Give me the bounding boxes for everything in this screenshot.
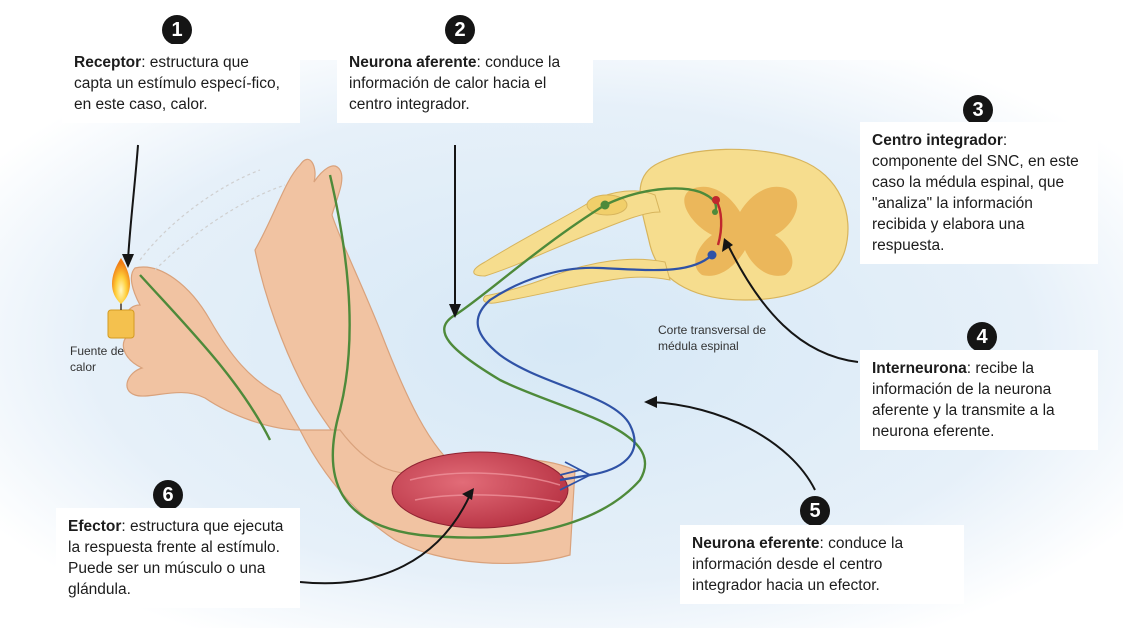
- step-4-term: Interneurona: [872, 360, 967, 377]
- step-6-badge: 6: [153, 480, 183, 510]
- step-1-badge: 1: [162, 15, 192, 45]
- step-3-badge: 3: [963, 95, 993, 125]
- step-3-description: : componente del SNC, en este caso la mé…: [872, 132, 1079, 254]
- step-1-callout: Receptor: estructura que capta un estímu…: [62, 44, 300, 123]
- step-1-term: Receptor: [74, 54, 141, 71]
- step-3-callout: Centro integrador: componente del SNC, e…: [860, 122, 1098, 264]
- biceps-muscle: [392, 452, 568, 528]
- step-5-term: Neurona eferente: [692, 535, 819, 552]
- step-2-callout: Neurona aferente: conduce la información…: [337, 44, 593, 123]
- step-3-term: Centro integrador: [872, 132, 1003, 149]
- step-2-badge: 2: [445, 15, 475, 45]
- step-4-callout: Interneurona: recibe la información de l…: [860, 350, 1098, 450]
- heat-source-label: Fuente de calor: [70, 343, 130, 375]
- step-5-callout: Neurona eferente: conduce la información…: [680, 525, 964, 604]
- step-2-term: Neurona aferente: [349, 54, 476, 71]
- step-4-badge: 4: [967, 322, 997, 352]
- spinal-section-label: Corte transversal de médula espinal: [658, 322, 798, 354]
- step-6-callout: Efector: estructura que ejecuta la respu…: [56, 508, 300, 608]
- step-6-term: Efector: [68, 518, 121, 535]
- step-5-badge: 5: [800, 496, 830, 526]
